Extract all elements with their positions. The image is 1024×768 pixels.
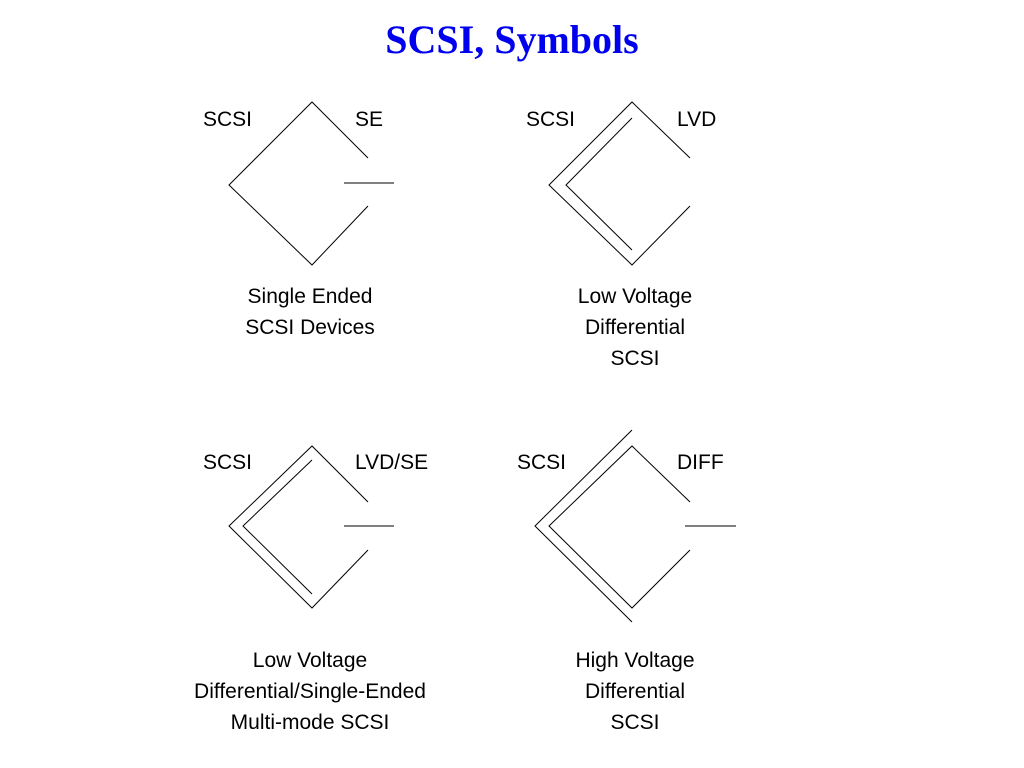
lvd-left-label: SCSI — [526, 108, 576, 131]
lvdse-symbol-icon — [228, 445, 394, 609]
diff-caption: High Voltage Differential SCSI — [485, 645, 785, 738]
lvdse-left-label: SCSI — [203, 451, 253, 474]
lvdse-caption-line: Multi-mode SCSI — [230, 711, 390, 734]
lvd-caption-line: Differential — [585, 316, 685, 339]
diff-right-label: DIFF — [677, 451, 724, 474]
diff-caption-line: Differential — [585, 680, 685, 703]
lvdse-right-label: LVD/SE — [355, 451, 429, 474]
lvdse-caption-line: Low Voltage — [252, 649, 368, 672]
se-left-label: SCSI — [203, 108, 253, 131]
lvd-caption-line: SCSI — [610, 347, 660, 370]
diff-caption-line: High Voltage — [575, 649, 695, 672]
diff-caption-line: SCSI — [610, 711, 660, 734]
se-caption: Single Ended SCSI Devices — [160, 281, 460, 343]
se-caption-line: Single Ended — [247, 285, 373, 308]
lvd-caption: Low Voltage Differential SCSI — [485, 281, 785, 374]
se-caption-line: SCSI Devices — [245, 316, 375, 339]
lvd-right-label: LVD — [677, 108, 717, 131]
se-right-label: SE — [355, 108, 384, 131]
lvd-symbol-icon — [548, 101, 691, 266]
slide-title: SCSI, Symbols — [385, 17, 639, 62]
diff-left-label: SCSI — [517, 451, 567, 474]
lvd-caption-line: Low Voltage — [577, 285, 693, 308]
se-symbol-icon — [228, 101, 394, 266]
diff-symbol-icon — [534, 429, 736, 623]
lvdse-caption-line: Differential/Single-Ended — [194, 680, 426, 703]
lvdse-caption: Low Voltage Differential/Single-Ended Mu… — [140, 645, 480, 738]
